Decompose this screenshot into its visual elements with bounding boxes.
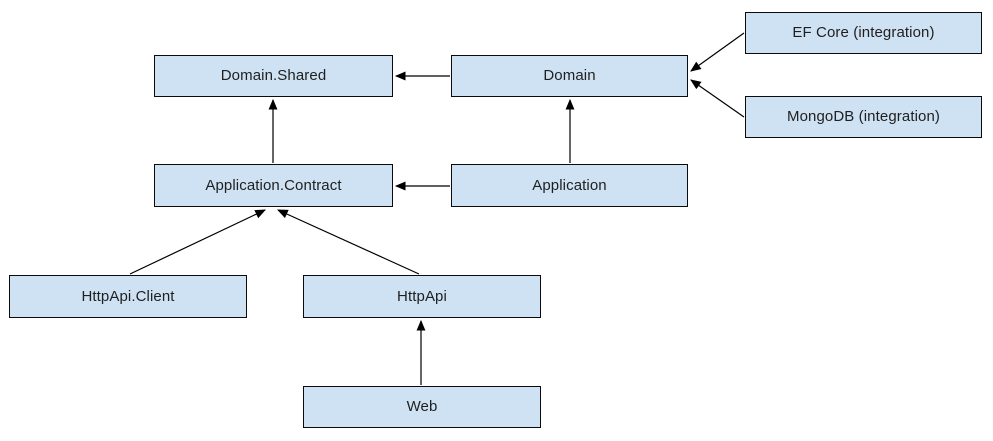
node-application-contract-label: Application.Contract [205, 176, 342, 194]
node-domain-shared: Domain.Shared [154, 55, 393, 97]
node-mongodb-label: MongoDB (integration) [786, 108, 940, 125]
node-domain-label: Domain [543, 67, 596, 84]
node-mongodb: MongoDB (integration) [745, 96, 982, 138]
node-application: Application [451, 164, 688, 207]
node-httpapi: HttpApi [303, 275, 541, 318]
node-web: Web [303, 386, 541, 428]
node-application-label: Application [532, 176, 607, 194]
node-httpapi-client: HttpApi.Client [9, 275, 247, 318]
node-domain-shared-label: Domain.Shared [220, 67, 327, 84]
node-web-label: Web [406, 398, 438, 415]
edge-httpapi-to-application-contract [277, 209, 420, 275]
node-ef-core: EF Core (integration) [745, 12, 982, 54]
edge-httpapi-client-to-application-contract [129, 209, 266, 275]
node-ef-core-label: EF Core (integration) [792, 24, 935, 41]
node-domain: Domain [451, 55, 688, 97]
edge-ef-core-to-domain [690, 32, 745, 72]
node-httpapi-label: HttpApi [397, 287, 447, 305]
node-application-contract: Application.Contract [154, 164, 393, 207]
edge-mongodb-to-domain [690, 79, 745, 118]
node-httpapi-client-label: HttpApi.Client [81, 287, 175, 305]
